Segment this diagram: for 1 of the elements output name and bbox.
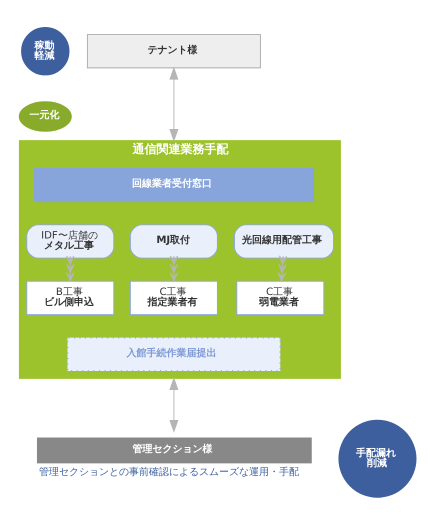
node-label: 管理セクションとの事前確認によるスムーズな運用・手配 [38,467,299,478]
